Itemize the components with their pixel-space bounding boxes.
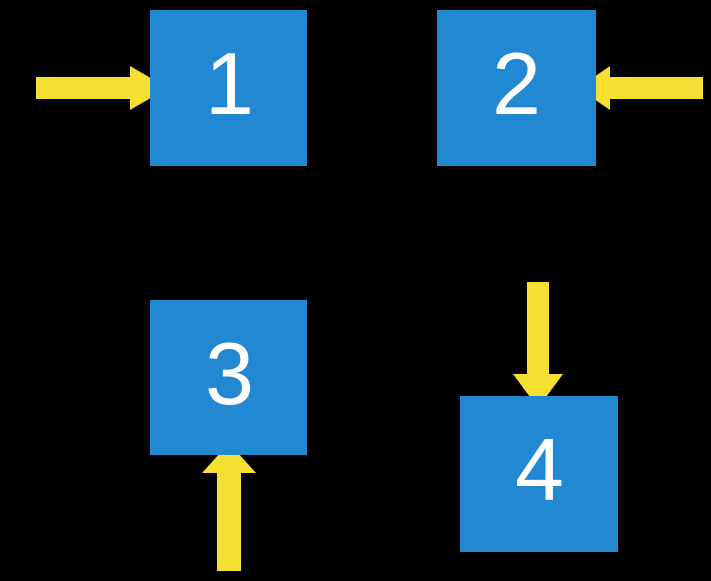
node-box-4[interactable] bbox=[460, 396, 618, 552]
node-box-2[interactable] bbox=[437, 10, 596, 166]
arrow-into-node-1-shape bbox=[36, 66, 168, 110]
node-box-3[interactable] bbox=[150, 300, 307, 455]
node-label-2: 2 bbox=[492, 34, 541, 133]
node-label-4: 4 bbox=[515, 420, 564, 519]
node-box-1[interactable] bbox=[150, 10, 307, 166]
node-label-1: 1 bbox=[205, 34, 254, 133]
arrow-into-node-4-shape bbox=[513, 282, 563, 408]
node-label-3: 3 bbox=[205, 324, 254, 423]
arrow-into-node-3-shape bbox=[202, 443, 256, 571]
arrow-into-node-2-shape bbox=[578, 66, 703, 110]
